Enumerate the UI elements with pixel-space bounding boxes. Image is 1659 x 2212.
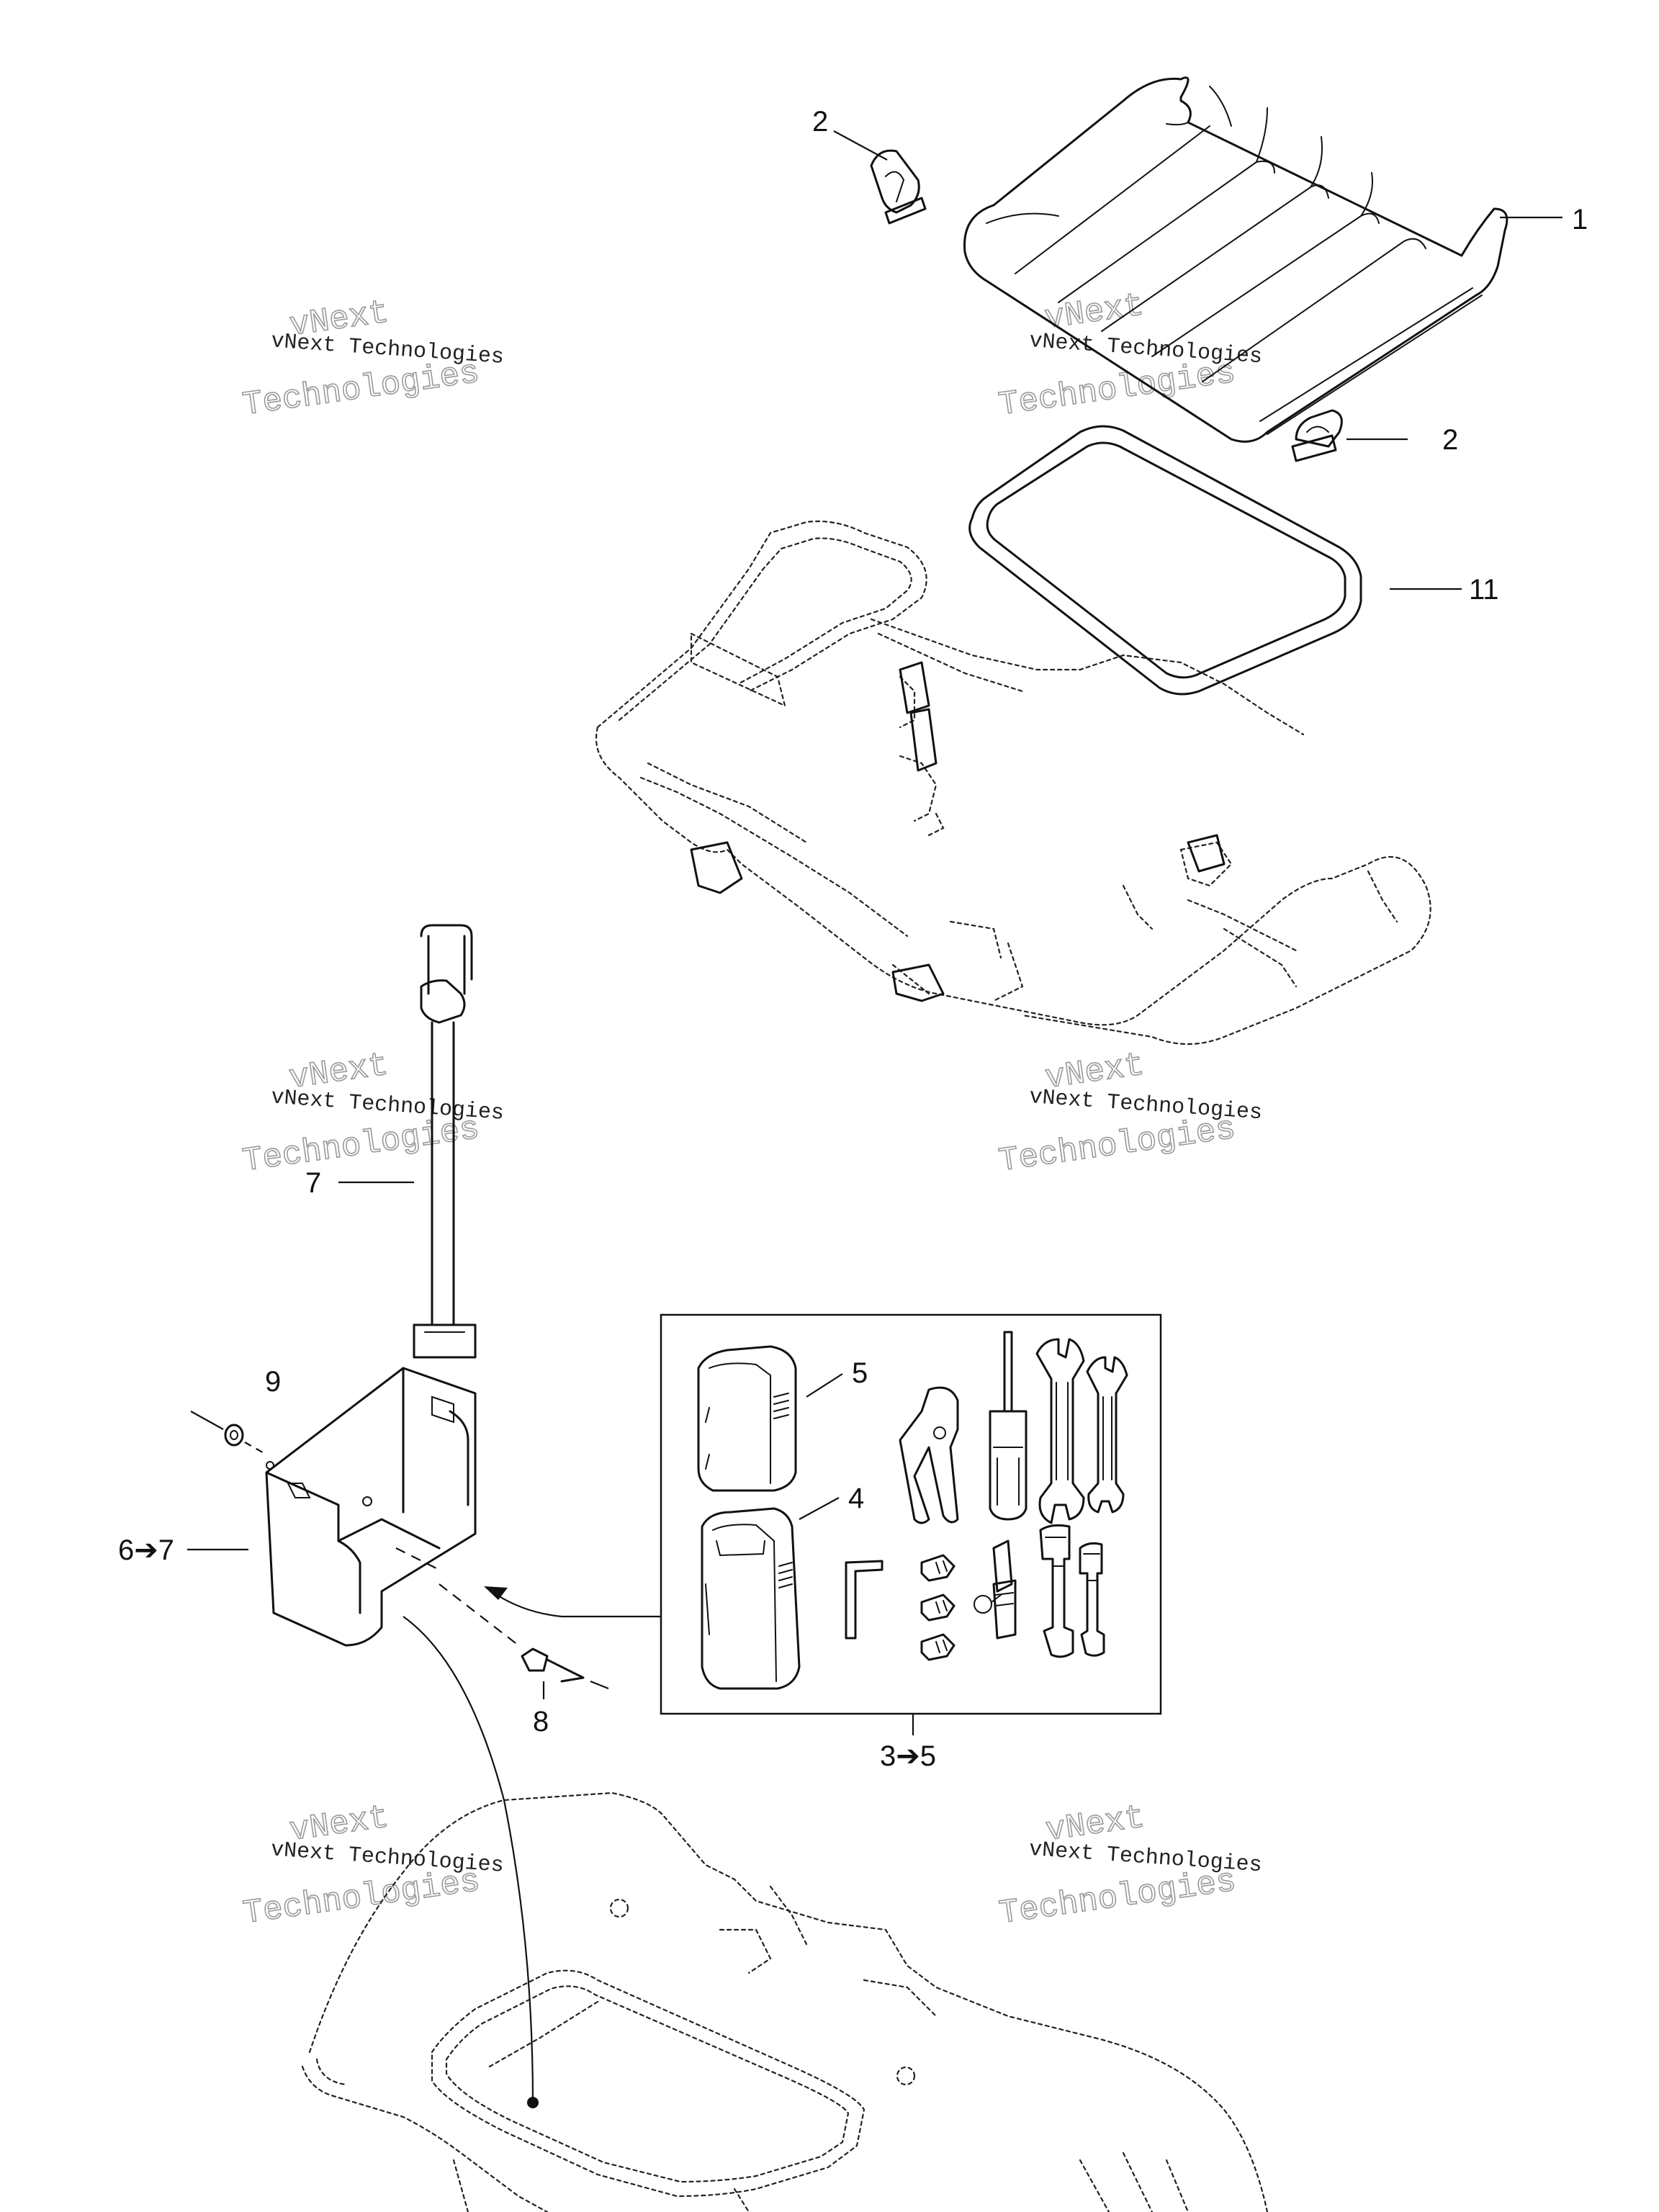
spark-plug-tool (974, 1539, 1017, 1640)
callout-2-upper: 2 (812, 106, 828, 138)
watermark-text: vNext Technologies (1028, 1085, 1263, 1126)
callout-7: 7 (305, 1167, 321, 1199)
open-end-wrench-small (1086, 1356, 1128, 1514)
callout-2-lower: 2 (1442, 424, 1458, 456)
pliers (899, 1386, 959, 1524)
tool-bag (701, 1507, 801, 1690)
tool-bag-cover (697, 1345, 797, 1492)
watermark-text: vNext Technologies (270, 1838, 505, 1879)
body-panel-phantom (301, 1791, 1269, 2212)
hex-key (845, 1560, 884, 1640)
assembly-arrow (484, 1586, 661, 1618)
watermark-text: vNext Technologies (1028, 1838, 1263, 1879)
clip-part-lower (1291, 409, 1343, 462)
watermark-text: vNext Technologies (270, 329, 505, 370)
socket-wrench-small (1079, 1542, 1105, 1657)
seat-gasket (968, 425, 1362, 696)
callout-8: 8 (533, 1706, 549, 1737)
mounting-leader (395, 1547, 539, 2108)
leader-lines (187, 130, 1563, 1735)
strap (413, 924, 477, 1359)
watermark-brand: vNext (1043, 287, 1146, 338)
callout-11: 11 (1469, 574, 1499, 606)
tool-holder-bracket (265, 1367, 477, 1647)
seat-frame-phantom (595, 520, 1431, 1046)
tool-kit-frame (660, 1313, 1162, 1715)
clip-part-upper (870, 149, 927, 225)
callout-9: 9 (265, 1366, 281, 1398)
watermark-text: vNext Technologies (270, 1085, 505, 1126)
fuses (920, 1554, 956, 1661)
socket-wrench-large (1039, 1524, 1074, 1658)
callout-1: 1 (1572, 204, 1588, 235)
callout-5: 5 (852, 1357, 868, 1389)
rivet (439, 1583, 609, 1690)
callout-3-to-5: 3➔5 (880, 1740, 936, 1772)
open-end-wrench-large (1035, 1338, 1085, 1524)
seat-frame-latch (690, 661, 1226, 1002)
callout-6-to-7: 6➔7 (118, 1534, 174, 1566)
washer (190, 1411, 267, 1455)
seat-cushion (963, 76, 1509, 443)
screwdriver (989, 1331, 1028, 1521)
callout-4: 4 (848, 1483, 864, 1514)
